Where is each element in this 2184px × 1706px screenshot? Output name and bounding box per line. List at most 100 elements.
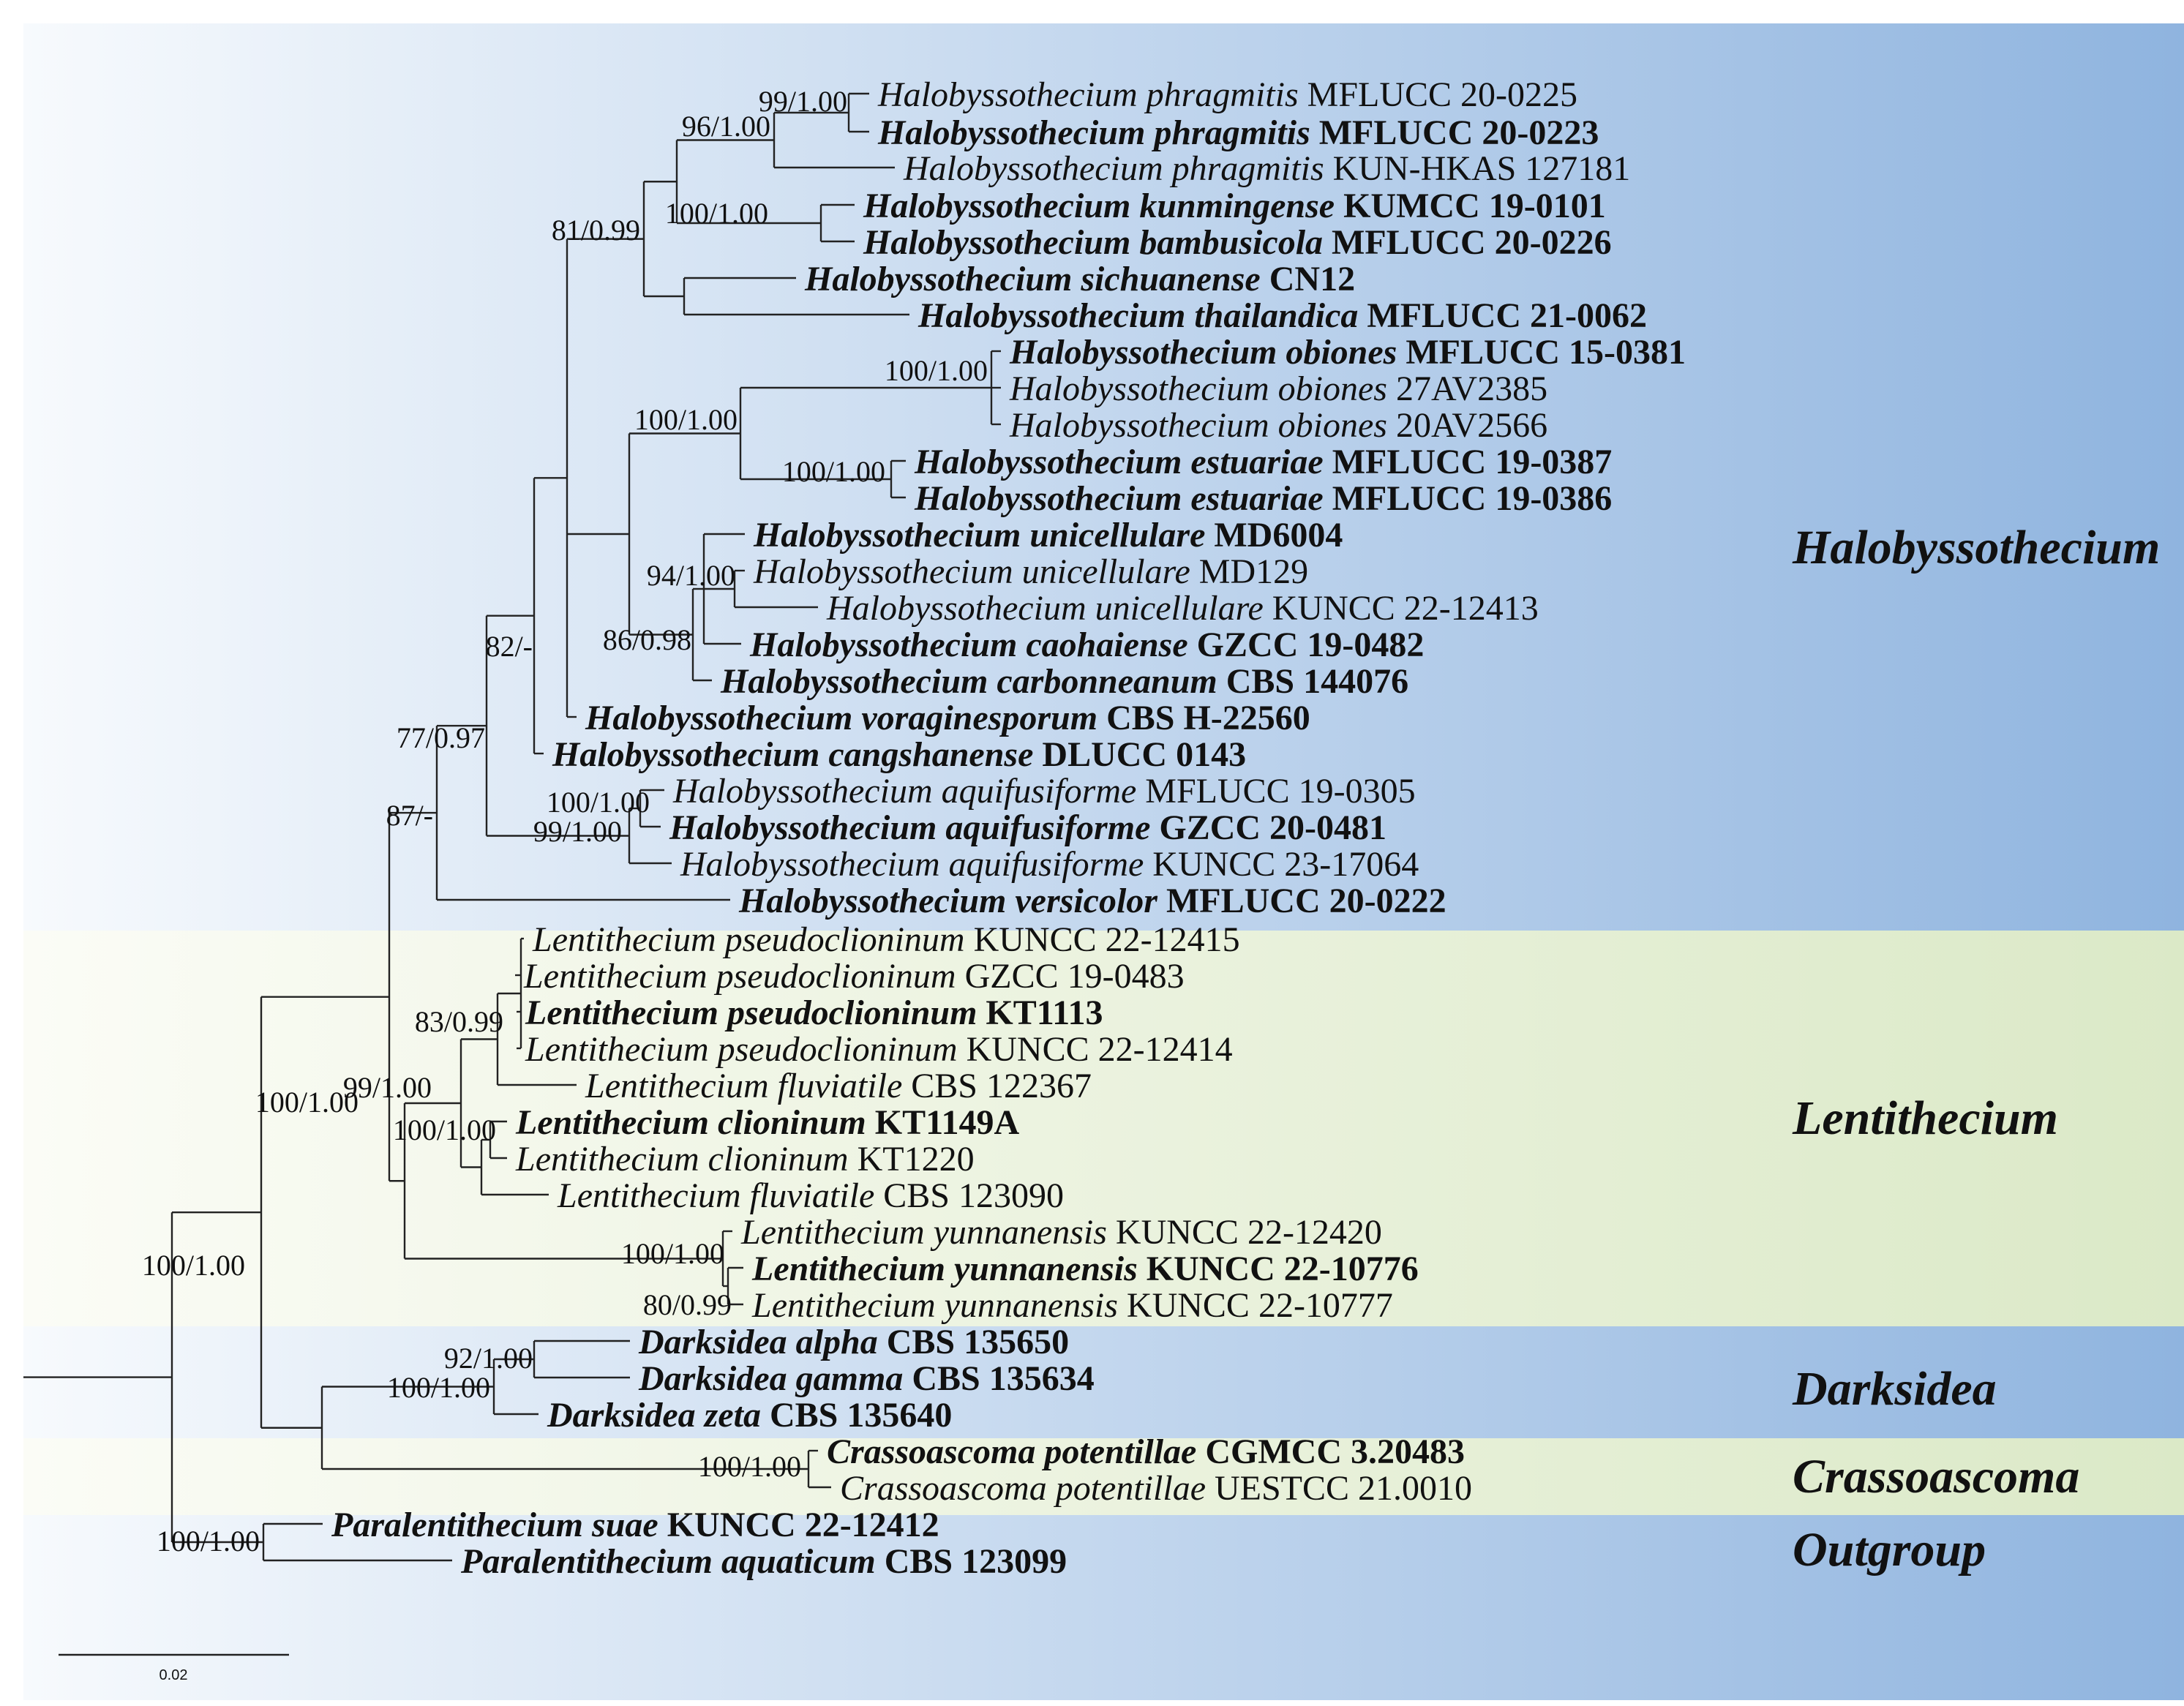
taxon-strain: MFLUCC 20-0222 [1157,882,1446,920]
taxon-label: Paralentithecium aquaticum CBS 123099 [460,1542,1067,1581]
taxon-strain: GZCC 20-0481 [1150,808,1386,847]
taxon-label: Lentithecium clioninum KT1220 [515,1140,975,1179]
taxon-label: Halobyssothecium sichuanense CN12 [804,260,1355,298]
taxon-strain: KUMCC 19-0101 [1335,187,1606,225]
taxon-name: Lentithecium pseudoclioninum [525,993,977,1032]
taxon-name: Halobyssothecium phragmitis [877,113,1310,152]
taxon-label: Lentithecium pseudoclioninum KUNCC 22-12… [532,920,1240,959]
taxon-strain: KUNCC 22-10777 [1118,1286,1393,1325]
taxon-label: Halobyssothecium carbonneanum CBS 144076 [720,662,1408,701]
taxon-name: Halobyssothecium versicolor [738,882,1158,920]
taxon-label: Halobyssothecium unicellulare MD129 [753,552,1308,591]
taxon-strain: CBS 123099 [876,1542,1067,1581]
support-value: 83/0.99 [415,1005,503,1038]
taxon-label: Halobyssothecium cangshanense DLUCC 0143 [552,735,1246,774]
taxon-label: Lentithecium pseudoclioninum KT1113 [525,993,1103,1032]
clade-label-outgroup: Outgroup [1793,1523,1986,1577]
taxon-label: Lentithecium yunnanensis KUNCC 22-10777 [751,1286,1393,1325]
taxon-name: Lentithecium clioninum [515,1140,849,1179]
support-value: 100/1.00 [885,354,988,387]
taxon-name: Halobyssothecium obiones [1009,369,1387,408]
support-value: 99/1.00 [343,1071,432,1104]
taxon-name: Lentithecium pseudoclioninum [523,957,956,996]
support-value: 100/1.00 [393,1113,496,1146]
taxon-label: Lentithecium pseudoclioninum GZCC 19-048… [523,957,1185,996]
taxon-label: Crassoascoma potentillae CGMCC 3.20483 [827,1432,1465,1471]
taxon-label: Halobyssothecium unicellulare MD6004 [753,516,1343,555]
taxon-strain: CBS H-22560 [1097,699,1310,737]
support-value: 100/1.00 [621,1237,724,1270]
taxon-label: Halobyssothecium aquifusiforme GZCC 20-0… [669,808,1386,847]
taxon-label: Halobyssothecium obiones 20AV2566 [1009,406,1547,445]
taxon-name: Crassoascoma potentillae [840,1469,1206,1508]
support-value: 100/1.00 [782,455,885,488]
taxon-name: Lentithecium fluviatile [557,1176,874,1215]
taxon-name: Darksidea gamma [638,1359,903,1398]
clade-band-outgroup [23,1515,2184,1700]
taxon-label: Halobyssothecium thailandica MFLUCC 21-0… [917,296,1647,335]
taxon-name: Halobyssothecium phragmitis [903,149,1324,188]
taxon-strain: KUNCC 22-12412 [658,1506,939,1544]
taxon-strain: CBS 135640 [761,1396,952,1435]
taxon-label: Halobyssothecium aquifusiforme MFLUCC 19… [672,772,1416,811]
taxon-name: Halobyssothecium unicellulare [753,552,1190,591]
taxon-label: Halobyssothecium obiones 27AV2385 [1009,369,1547,408]
taxon-name: Lentithecium yunnanensis [751,1250,1138,1288]
taxon-name: Halobyssothecium cangshanense [552,735,1033,774]
support-value: 80/0.99 [643,1288,732,1321]
taxon-label: Crassoascoma potentillae UESTCC 21.0010 [840,1469,1472,1508]
support-value: 92/1.00 [444,1342,533,1375]
clade-label-halobyssothecium: Halobyssothecium [1792,521,2160,574]
taxon-label: Paralentithecium suae KUNCC 22-12412 [331,1506,939,1544]
support-value: 82/- [486,630,533,663]
taxon-name: Halobyssothecium aquifusiforme [669,808,1150,847]
taxon-strain: GZCC 19-0483 [956,957,1185,996]
support-value: 100/1.00 [255,1086,359,1119]
taxon-strain: KUNCC 22-12413 [1264,589,1539,628]
taxon-strain: 27AV2385 [1387,369,1547,408]
taxon-strain: KUN-HKAS 127181 [1324,149,1631,188]
taxon-name: Halobyssothecium unicellulare [753,516,1205,555]
support-value: 81/0.99 [552,214,640,247]
taxon-label: Darksidea alpha CBS 135650 [638,1323,1069,1361]
taxon-name: Lentithecium clioninum [515,1103,866,1142]
taxon-strain: MFLUCC 19-0386 [1324,479,1613,518]
taxon-strain: KUNCC 22-12414 [958,1030,1233,1069]
taxon-strain: MD6004 [1205,516,1343,555]
taxon-name: Halobyssothecium obiones [1009,406,1387,445]
support-value: 100/1.00 [665,197,768,230]
taxon-name: Darksidea alpha [638,1323,878,1361]
taxon-label: Lentithecium pseudoclioninum KUNCC 22-12… [525,1030,1233,1069]
taxon-strain: GZCC 19-0482 [1188,625,1425,664]
taxon-name: Paralentithecium suae [331,1506,658,1544]
clade-label-crassoascoma: Crassoascoma [1793,1450,2079,1503]
support-value: 100/1.00 [157,1525,260,1557]
support-value: 87/- [386,799,433,832]
taxon-name: Halobyssothecium bambusicola [863,223,1323,262]
taxon-strain: MD129 [1190,552,1308,591]
taxon-strain: KUNCC 22-12415 [965,920,1240,959]
taxon-strain: MFLUCC 21-0062 [1358,296,1647,335]
taxon-strain: KT1220 [849,1140,975,1179]
taxon-name: Halobyssothecium obiones [1009,333,1397,372]
clade-band-crassoascoma [23,1438,2184,1515]
taxon-label: Lentithecium clioninum KT1149A [515,1103,1019,1142]
taxon-strain: MFLUCC 19-0305 [1136,772,1415,811]
support-value: 86/0.98 [603,623,691,656]
scale-bar-label: 0.02 [160,1667,188,1683]
taxon-strain: CBS 144076 [1217,662,1408,701]
taxon-strain: KT1113 [977,993,1103,1032]
taxon-label: Halobyssothecium phragmitis MFLUCC 20-02… [877,113,1599,152]
taxon-label: Darksidea gamma CBS 135634 [638,1359,1095,1398]
taxon-strain: DLUCC 0143 [1033,735,1246,774]
taxon-name: Crassoascoma potentillae [827,1432,1196,1471]
taxon-name: Lentithecium pseudoclioninum [532,920,965,959]
clade-label-lentithecium: Lentithecium [1792,1091,2058,1145]
taxon-name: Lentithecium pseudoclioninum [525,1030,958,1069]
support-value: 100/1.00 [634,403,738,436]
taxon-name: Paralentithecium aquaticum [460,1542,876,1581]
taxon-label: Lentithecium fluviatile CBS 123090 [557,1176,1064,1215]
taxon-strain: MFLUCC 19-0387 [1324,443,1613,481]
taxon-name: Halobyssothecium estuariae [914,479,1324,518]
taxon-name: Darksidea zeta [547,1396,761,1435]
